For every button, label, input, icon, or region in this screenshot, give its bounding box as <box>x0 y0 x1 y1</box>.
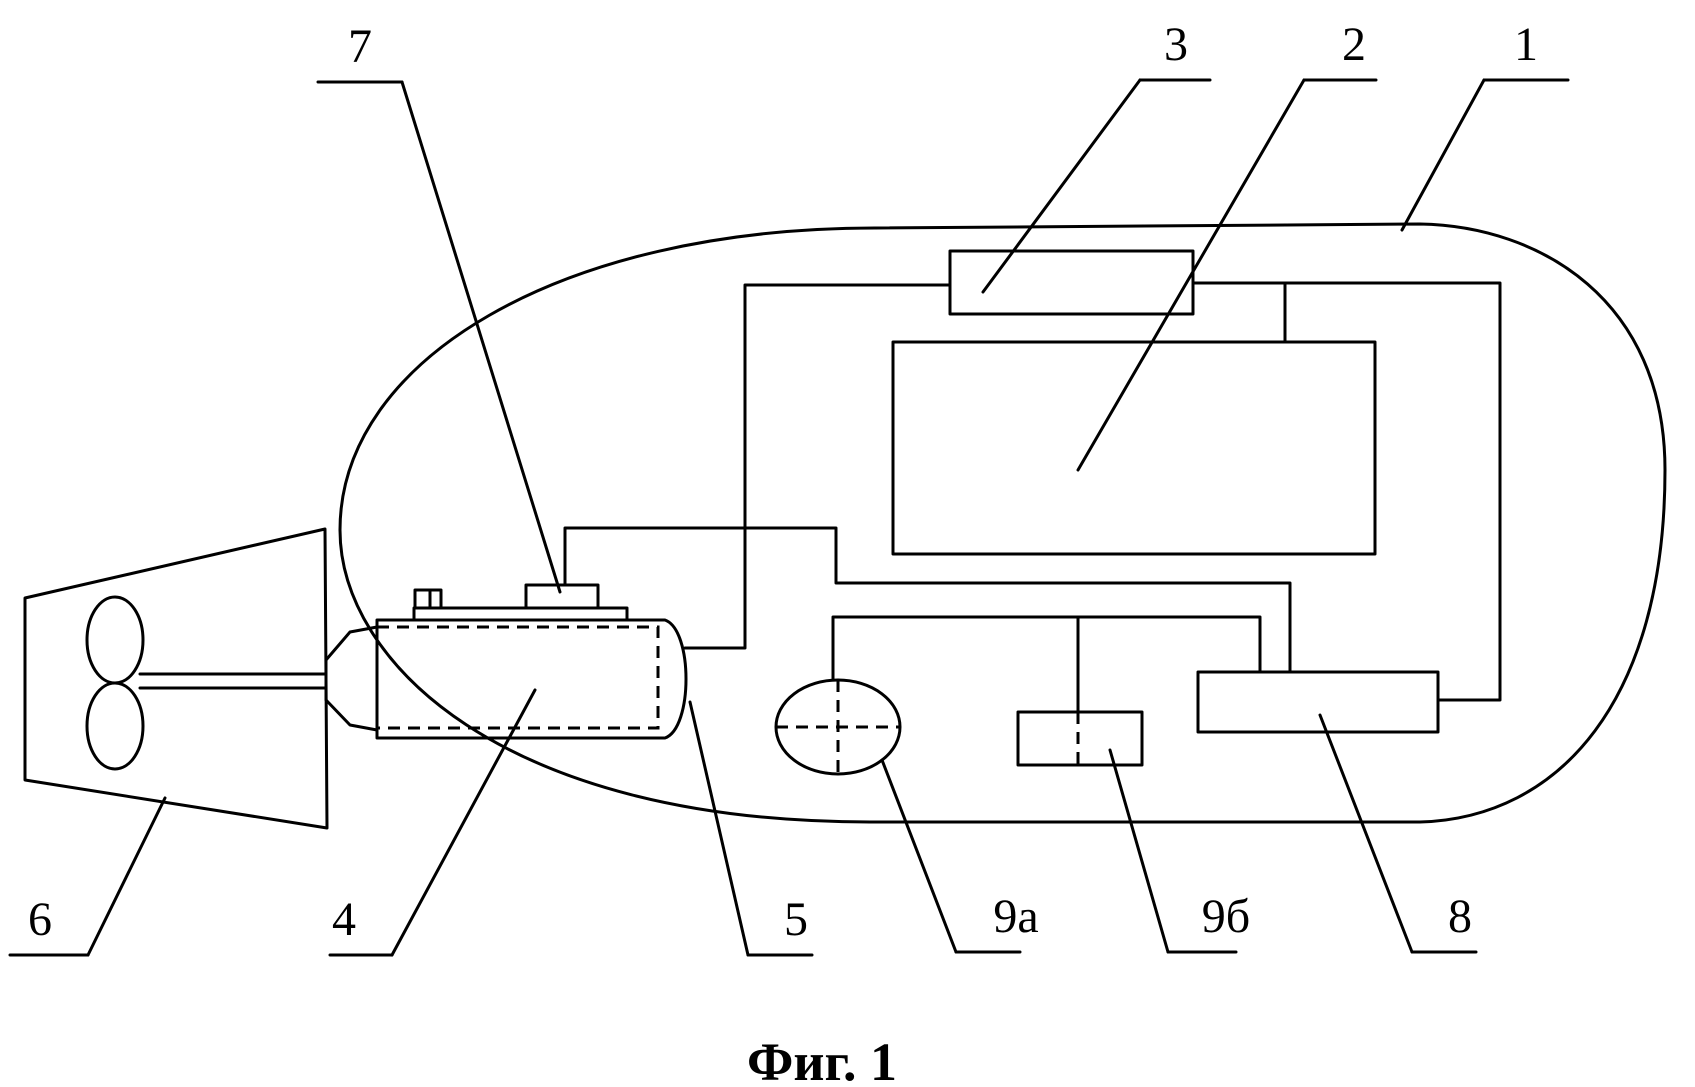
label-8: 8 <box>1448 890 1472 943</box>
leader-5 <box>690 702 748 955</box>
label-5: 5 <box>784 893 808 946</box>
leader-4 <box>392 690 535 955</box>
leader-8 <box>1320 715 1412 952</box>
wire-7-to-8 <box>565 528 1290 672</box>
label-9b: 9б <box>1202 890 1250 943</box>
block-7 <box>526 585 598 608</box>
label-2: 2 <box>1342 18 1366 71</box>
leader-2 <box>1078 80 1304 470</box>
wire-3-to-8 <box>1193 283 1500 700</box>
block-8 <box>1198 672 1438 732</box>
label-1: 1 <box>1514 18 1538 71</box>
leader-6 <box>88 798 165 955</box>
propeller-blade-top <box>87 597 143 683</box>
leader-1 <box>1402 80 1484 230</box>
motor-inner-dashed <box>377 627 658 728</box>
motor-body <box>377 620 686 738</box>
leader-9a <box>882 760 956 952</box>
label-3: 3 <box>1164 18 1188 71</box>
block-3 <box>950 251 1193 314</box>
motor-top-tab <box>415 590 441 608</box>
sensor-9b <box>1018 712 1142 765</box>
wire-9-to-8 <box>833 617 1260 680</box>
propulsor-housing <box>25 529 327 828</box>
label-7: 7 <box>348 20 372 73</box>
motor-coupling <box>326 627 377 730</box>
motor-top-plate <box>414 608 627 620</box>
propeller-blade-bottom <box>87 683 143 769</box>
leader-3 <box>983 80 1140 292</box>
label-4: 4 <box>332 893 356 946</box>
figure-caption: Фиг. 1 <box>747 1032 897 1087</box>
label-9a: 9а <box>993 890 1038 943</box>
label-6: 6 <box>28 893 52 946</box>
leader-9b <box>1110 750 1168 952</box>
leader-7 <box>402 82 560 592</box>
wire-3-to-4 <box>685 285 950 648</box>
